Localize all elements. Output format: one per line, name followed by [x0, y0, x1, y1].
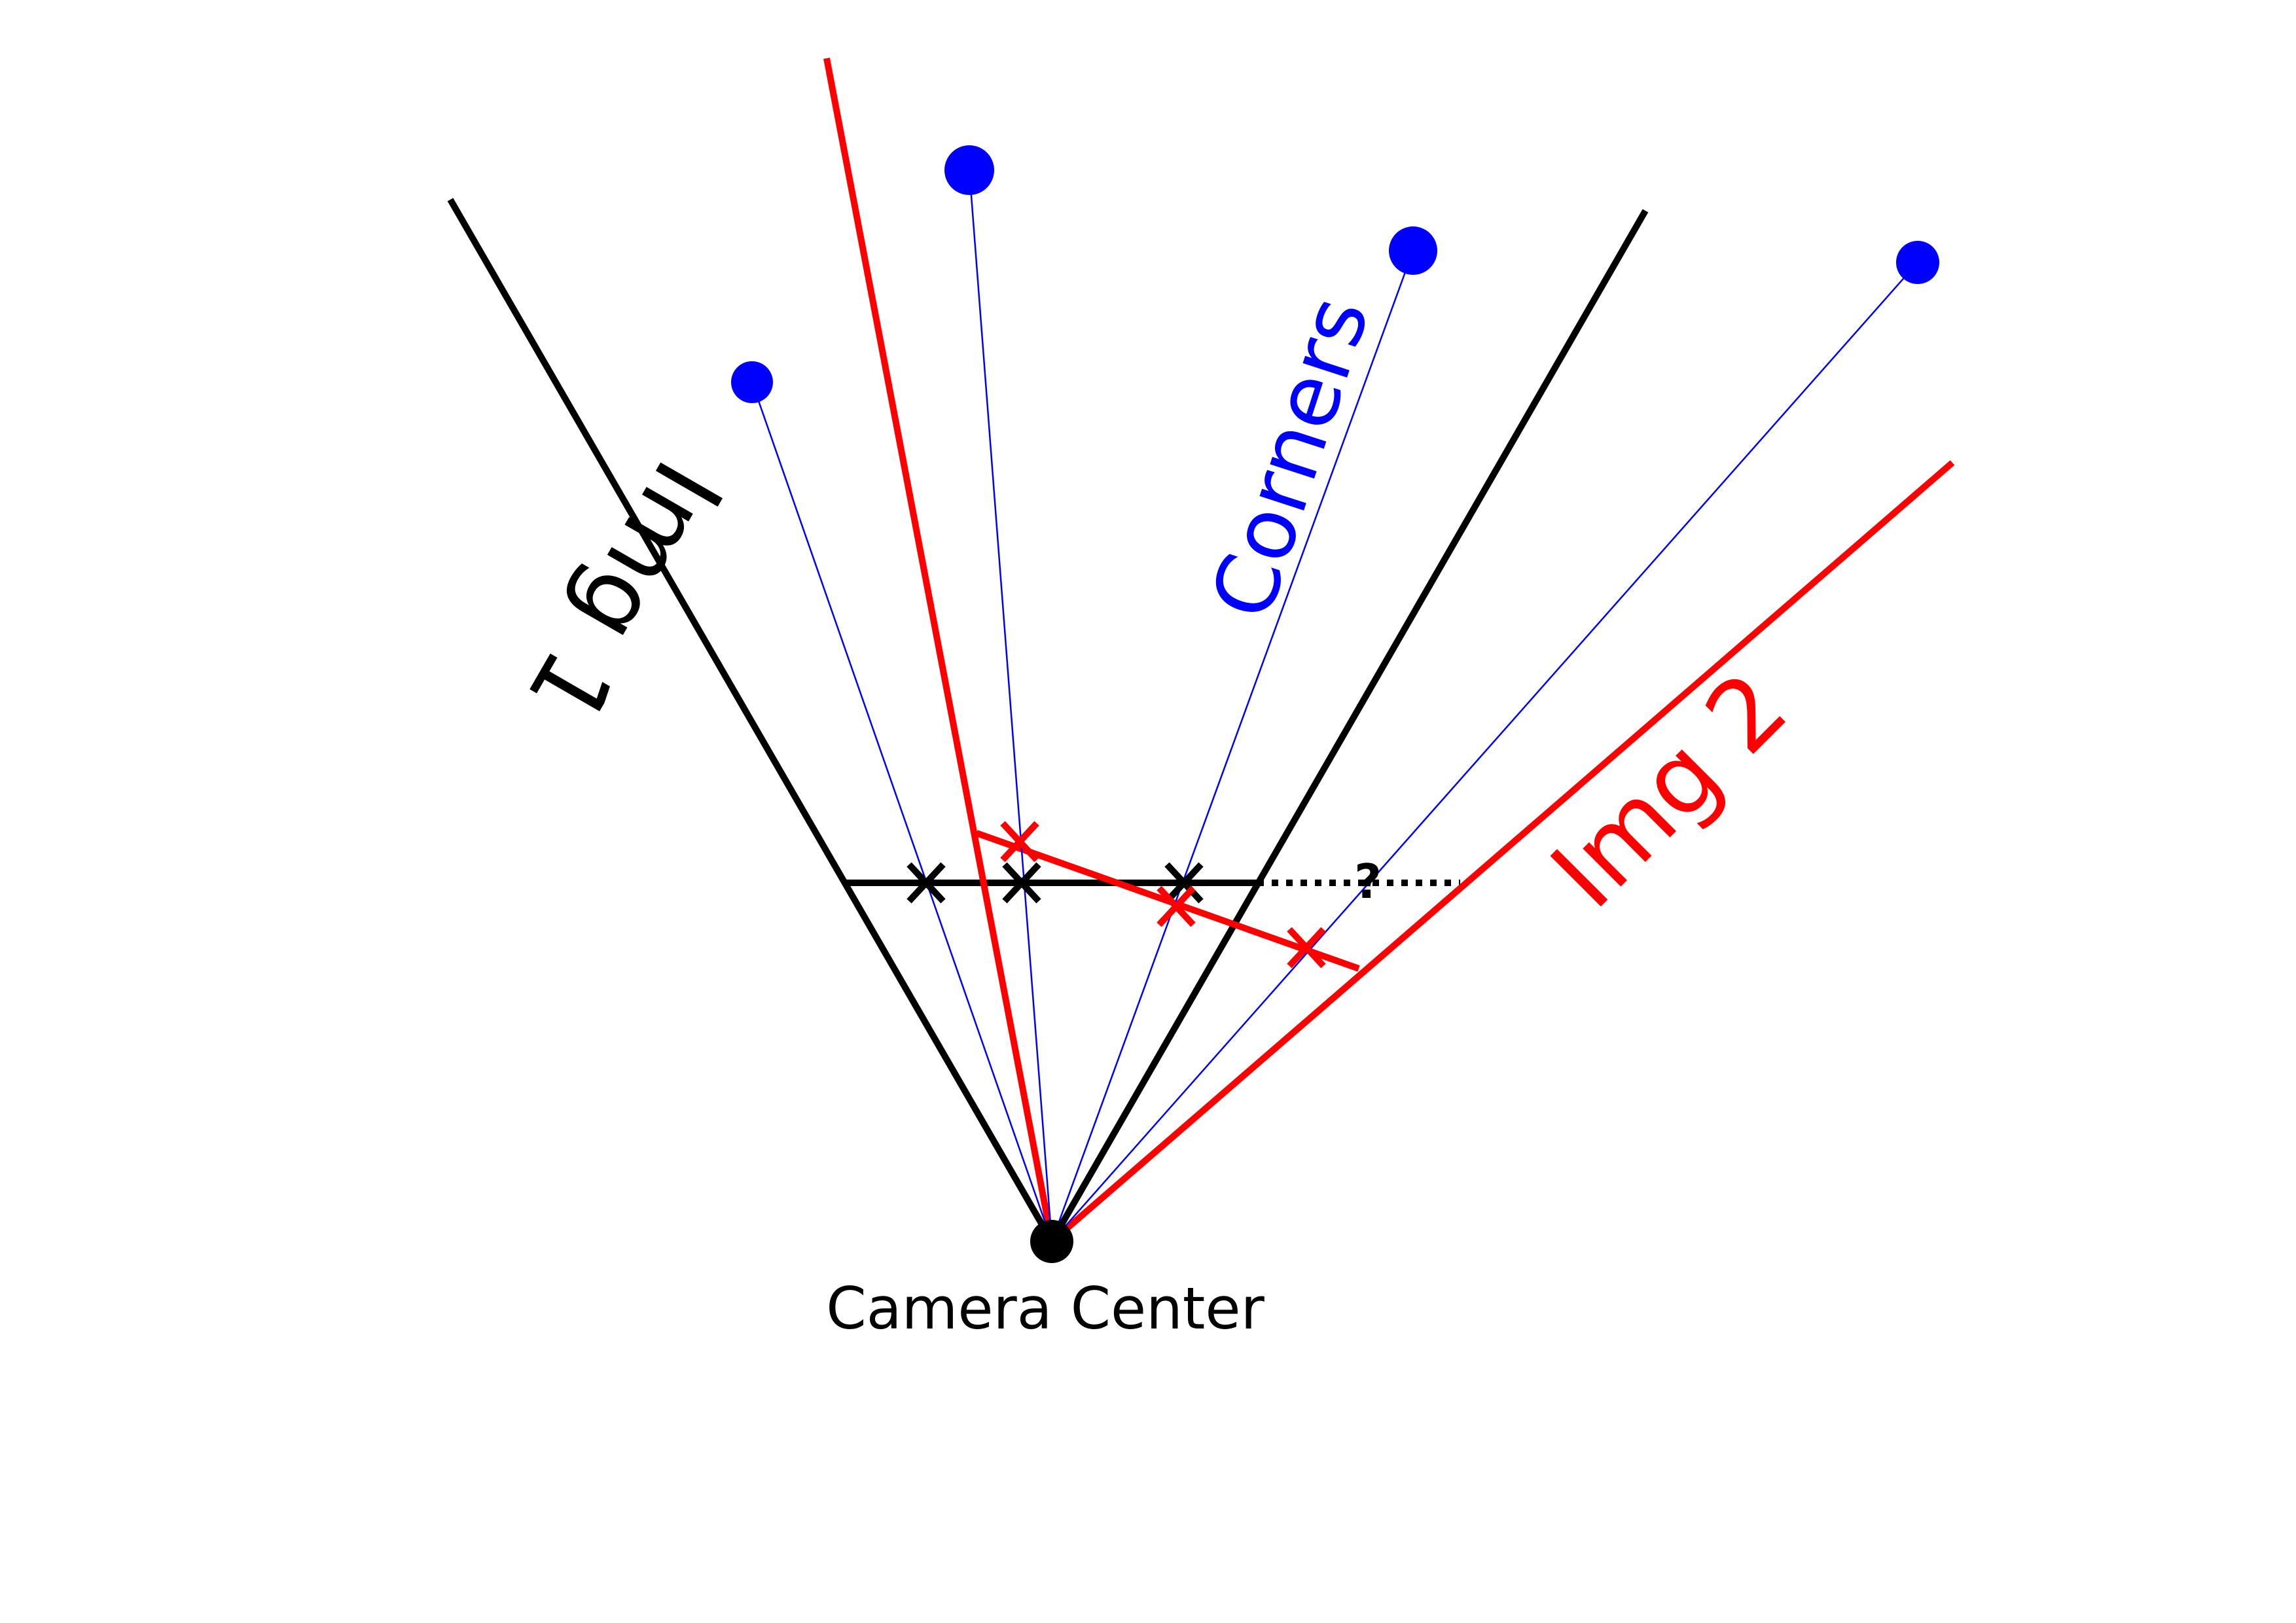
img2-projection-marker — [1000, 821, 1039, 863]
img2-projection-marker — [1287, 927, 1326, 969]
img1-label: Img 1 — [505, 442, 744, 742]
img1-frustum — [447, 198, 1649, 1243]
img1-left-ray — [447, 198, 1055, 1243]
img1-projection-marker — [1164, 862, 1204, 904]
corner-ray — [1051, 262, 1918, 1242]
unknown-marker-label: ? — [1354, 854, 1382, 909]
corner-ray — [751, 382, 1053, 1242]
img2-right-ray — [1049, 460, 1955, 1244]
img1-projection-marker — [1002, 862, 1041, 904]
img2-projection-markers — [1000, 821, 1326, 969]
img2-projection-marker — [1157, 885, 1196, 927]
corner-ray — [1050, 250, 1414, 1242]
corner-point — [1389, 226, 1437, 275]
corner-ray — [968, 169, 1053, 1242]
img1-right-ray — [1049, 209, 1649, 1243]
corner-points — [731, 145, 1939, 403]
img1-projection-markers — [906, 862, 1204, 904]
img1-projection-marker — [906, 862, 946, 904]
corner-point — [944, 145, 994, 195]
corners-label: Corners — [1192, 285, 1389, 630]
corner-rays — [751, 169, 1918, 1242]
corner-point — [731, 361, 773, 403]
img2-left-ray — [823, 58, 1055, 1242]
camera-center-point — [1030, 1220, 1073, 1263]
corner-point — [1896, 241, 1939, 284]
camera-center-label: Camera Center — [826, 1275, 1265, 1342]
